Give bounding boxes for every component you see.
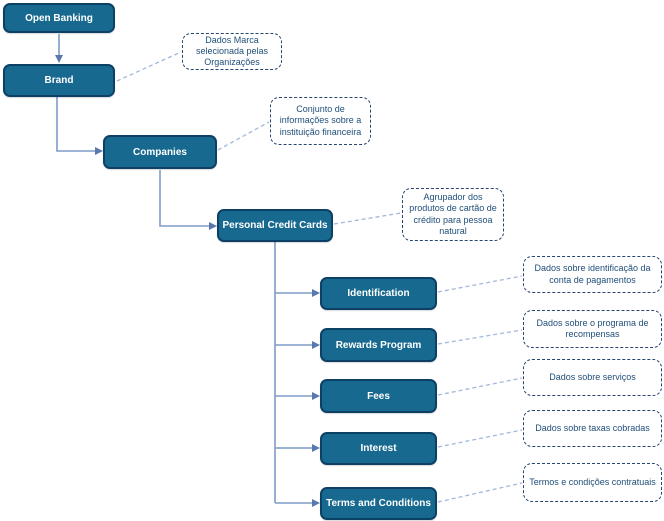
link-brand-note (116, 51, 182, 82)
note-brand: Dados Marca selecionada pelas Organizaçõ… (182, 33, 282, 70)
node-terms-and-conditions[interactable]: Terms and Conditions (320, 487, 437, 520)
edge-brand-companies (56, 97, 103, 155)
note-terms-and-conditions: Termos e condições contratuais (523, 463, 662, 502)
node-companies[interactable]: Companies (103, 135, 217, 169)
note-interest: Dados sobre taxas cobradas (523, 410, 662, 447)
node-fees[interactable]: Fees (320, 379, 437, 413)
node-brand[interactable]: Brand (3, 64, 115, 97)
link-terms-note (437, 482, 523, 503)
link-identification-note (437, 275, 523, 293)
note-companies: Conjunto de informações sobre a institui… (270, 97, 371, 145)
note-identification: Dados sobre identificação da conta de pa… (523, 256, 662, 293)
note-personal-credit-cards: Agrupador dos produtos de cartão de créd… (402, 188, 504, 241)
node-identification[interactable]: Identification (320, 277, 437, 310)
node-personal-credit-cards[interactable]: Personal Credit Cards (217, 209, 333, 242)
link-rewards-note (437, 329, 523, 345)
link-pcc-note (333, 212, 402, 225)
link-interest-note (437, 429, 523, 448)
node-open-banking[interactable]: Open Banking (3, 3, 115, 33)
node-rewards-program[interactable]: Rewards Program (320, 328, 437, 362)
link-companies-note (217, 121, 270, 151)
note-rewards-program: Dados sobre o programa de recompensas (523, 310, 662, 348)
node-interest[interactable]: Interest (320, 432, 437, 465)
note-fees: Dados sobre serviços (523, 359, 662, 396)
link-fees-note (437, 377, 523, 396)
edge-companies-pcc (159, 170, 217, 230)
